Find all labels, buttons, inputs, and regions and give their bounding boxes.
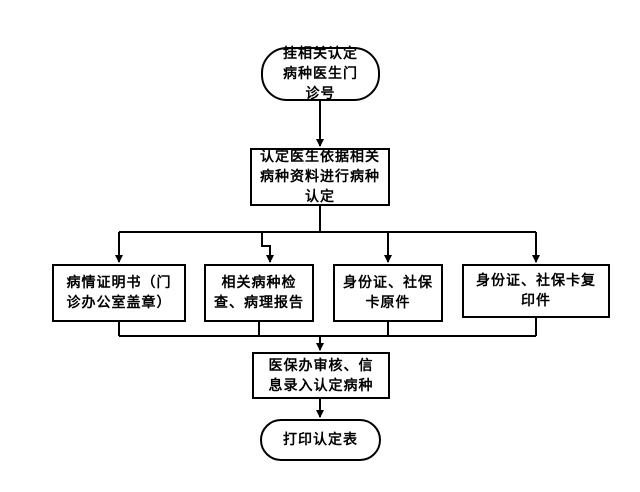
start-node: 挂相关认定病种医生门诊号 [261,46,380,102]
document-node-medical-certificate: 病情证明书（门诊办公室盖章） [52,264,186,322]
doctor-review-node: 认定医生依据相关病种资料进行病种认定 [250,148,390,206]
end-node-label: 打印认定表 [283,432,358,448]
document-label-original-ids: 身份证、社保卡原件 [343,275,433,311]
document-label-id-copies: 身份证、社保卡复印件 [476,273,596,309]
document-node-original-ids: 身份证、社保卡原件 [333,264,443,322]
end-node: 打印认定表 [260,419,381,461]
document-node-exam-reports: 相关病种检查、病理报告 [204,264,314,322]
document-label-medical-certificate: 病情证明书（门诊办公室盖章） [66,275,172,311]
doctor-review-label: 认定医生依据相关病种资料进行病种认定 [260,149,380,205]
start-node-label: 挂相关认定病种医生门诊号 [283,46,358,102]
arrow-to-doc-2 [261,232,274,263]
document-node-id-copies: 身份证、社保卡复印件 [462,264,610,318]
document-label-exam-reports: 相关病种检查、病理报告 [214,275,304,311]
insurance-office-review-node: 医保办审核、信息录入认定病种 [252,352,390,399]
insurance-office-review-label: 医保办审核、信息录入认定病种 [268,357,374,394]
